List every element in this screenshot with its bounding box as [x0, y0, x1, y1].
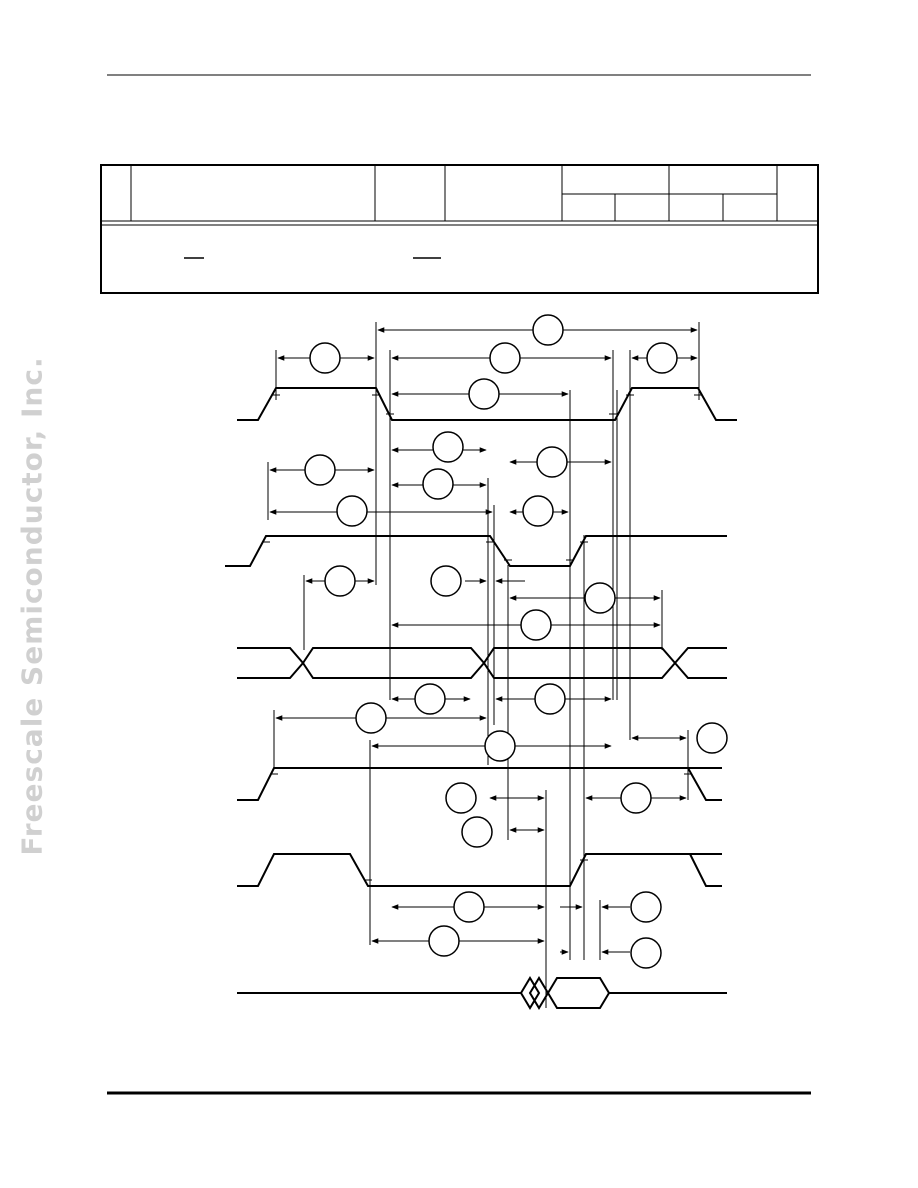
parameter-marker — [489, 342, 521, 374]
parameter-marker — [414, 683, 446, 715]
parameter-marker — [630, 937, 662, 969]
parameter-marker — [309, 342, 341, 374]
signal-bus-2 — [237, 976, 727, 1010]
spec-table — [100, 164, 819, 294]
parameter-marker — [430, 565, 462, 597]
parameter-marker — [484, 730, 516, 762]
parameter-markers — [304, 314, 728, 969]
signal-clock — [237, 387, 737, 421]
parameter-marker — [453, 891, 485, 923]
parameter-marker — [461, 816, 493, 848]
parameter-marker — [532, 314, 564, 346]
signal-strobe-1 — [225, 535, 727, 567]
parameter-marker — [534, 683, 566, 715]
parameter-marker — [336, 495, 368, 527]
parameter-marker — [522, 495, 554, 527]
parameter-marker — [355, 702, 387, 734]
parameter-marker — [620, 782, 652, 814]
signal-strobe-3 — [237, 853, 722, 887]
signal-bus-1 — [237, 647, 727, 679]
parameter-marker — [422, 468, 454, 500]
parameter-marker — [468, 378, 500, 410]
parameter-marker — [432, 431, 464, 463]
parameter-marker — [445, 782, 477, 814]
parameter-marker — [584, 582, 616, 614]
parameter-marker — [646, 342, 678, 374]
transition-ticks — [262, 394, 702, 881]
parameter-marker — [304, 454, 336, 486]
dimension-arrows — [269, 327, 698, 944]
parameter-marker — [520, 609, 552, 641]
parameter-marker — [536, 446, 568, 478]
parameter-marker — [428, 925, 460, 957]
timing-diagram — [225, 314, 737, 1010]
parameter-marker — [630, 891, 662, 923]
parameter-marker — [696, 722, 728, 754]
parameter-marker — [324, 565, 356, 597]
dimension-arrows-single — [465, 578, 630, 955]
signal-strobe-2 — [237, 767, 722, 801]
